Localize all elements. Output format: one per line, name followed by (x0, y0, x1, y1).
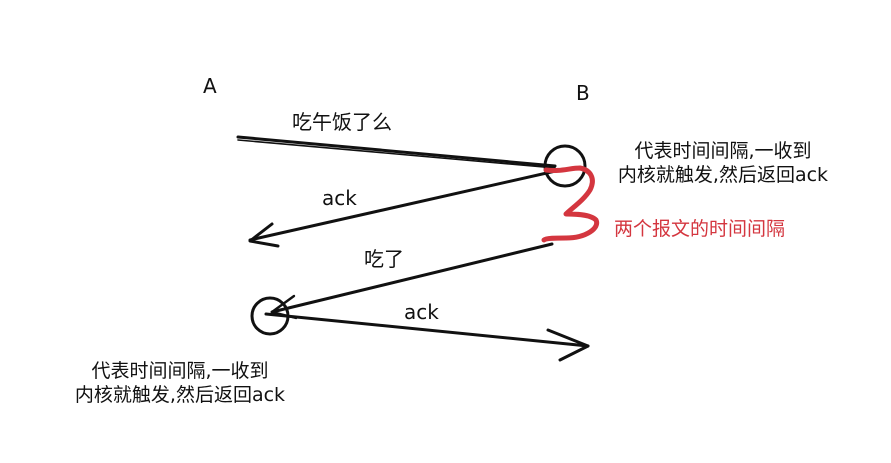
interval-label: 两个报文的时间间隔 (614, 218, 786, 240)
note-b-line-1: 代表时间间隔,一收到 (634, 140, 812, 162)
interval-squiggle (541, 165, 600, 243)
node-a-label: A (203, 74, 217, 98)
note-a-line-1: 代表时间间隔,一收到 (91, 360, 269, 382)
node-b-label: B (576, 81, 590, 105)
message-ack-2-label: ack (404, 300, 439, 324)
message-ack-1-label: ack (322, 186, 357, 210)
note-a: 代表时间间隔,一收到 内核就触发,然后返回ack (30, 360, 330, 408)
message-lunch-label: 吃午饭了么 (292, 110, 392, 134)
note-b-line-2: 内核就触发,然后返回ack (617, 163, 829, 186)
arrow-ack-2 (264, 312, 590, 362)
arrow-lunch (236, 135, 557, 169)
message-ate-label: 吃了 (364, 247, 404, 271)
note-b: 代表时间间隔,一收到 内核就触发,然后返回ack (584, 140, 862, 188)
note-a-line-2: 内核就触发,然后返回ack (74, 383, 286, 406)
receive-circle-b (543, 144, 587, 188)
arrow-ack-1 (248, 168, 562, 248)
